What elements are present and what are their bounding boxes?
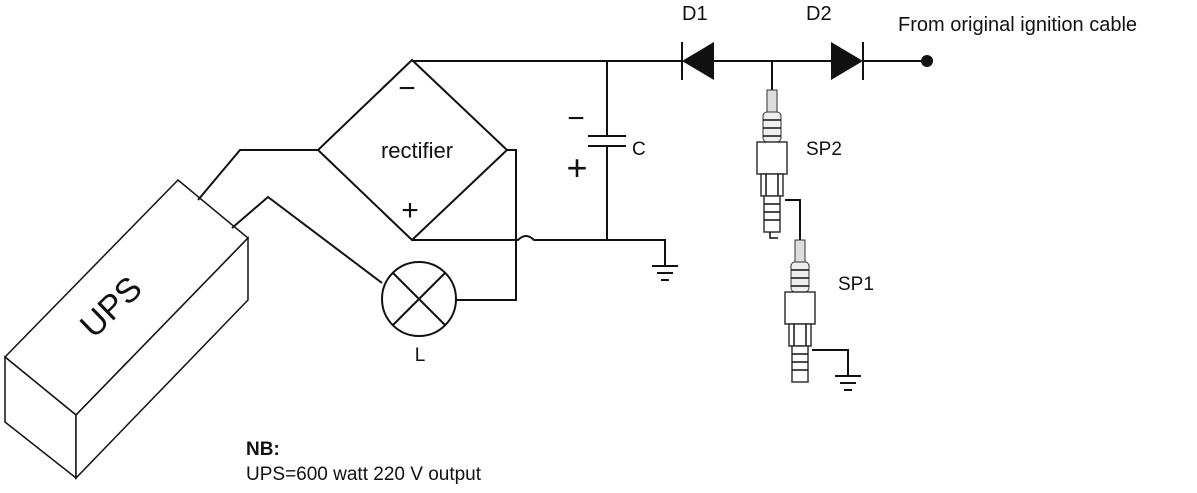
bottom-rail-wire <box>412 235 666 266</box>
capacitor-label: C <box>632 139 646 160</box>
rectifier-label: rectifier <box>381 138 453 163</box>
rectifier-plus-label: + <box>401 194 419 227</box>
spark-plug-sp1 <box>784 239 816 383</box>
ignition-cable-label: From original ignition cable <box>898 14 1137 36</box>
ups-box: UPS <box>3 178 250 480</box>
spark-plug-sp1-label: SP1 <box>838 274 874 295</box>
capacitor-minus-label: − <box>567 102 585 135</box>
diode-d2: D2 <box>806 3 864 80</box>
rectifier-minus-label: − <box>398 72 416 105</box>
diode-d1-label: D1 <box>682 3 708 25</box>
sp1-to-ground-wire <box>812 349 849 376</box>
sp2-to-sp1-wire <box>785 199 801 240</box>
rectifier-to-lamp-wire <box>456 149 517 301</box>
capacitor-plus-label: + <box>566 147 587 188</box>
ups-wire-to-rectifier <box>197 149 318 201</box>
capacitor: − + C <box>566 61 646 240</box>
spark-plug-sp2 <box>756 89 788 239</box>
note-text: UPS=600 watt 220 V output <box>246 464 482 485</box>
lamp: L <box>381 261 457 366</box>
spark-plug-sp2-label: SP2 <box>806 139 842 160</box>
lamp-label: L <box>415 345 426 366</box>
ground-symbol-capacitor <box>652 265 678 281</box>
note-block: NB: UPS=600 watt 220 V output <box>246 437 481 487</box>
diode-d2-label: D2 <box>806 3 832 25</box>
ups-wire-to-lamp <box>231 195 383 284</box>
note-title: NB: <box>246 439 280 460</box>
rectifier: rectifier − + <box>316 58 509 242</box>
diode-d1: D1 <box>681 3 714 80</box>
ignition-cable-terminal <box>921 55 933 67</box>
ground-symbol-sp1 <box>835 375 861 391</box>
